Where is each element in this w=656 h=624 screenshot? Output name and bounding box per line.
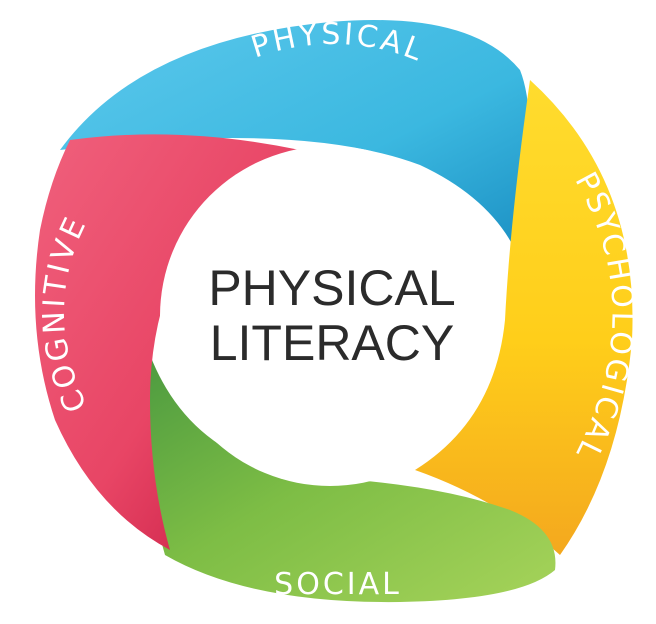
segment-psychological <box>415 80 633 555</box>
center-title-line2: LITERACY <box>210 315 455 371</box>
segment-cognitive <box>35 134 300 550</box>
center-title-line1: PHYSICAL <box>208 260 455 316</box>
segment-social <box>147 355 556 603</box>
center-circle <box>160 146 500 486</box>
segment-physical <box>60 20 530 260</box>
label-social: SOCIAL <box>274 567 402 602</box>
